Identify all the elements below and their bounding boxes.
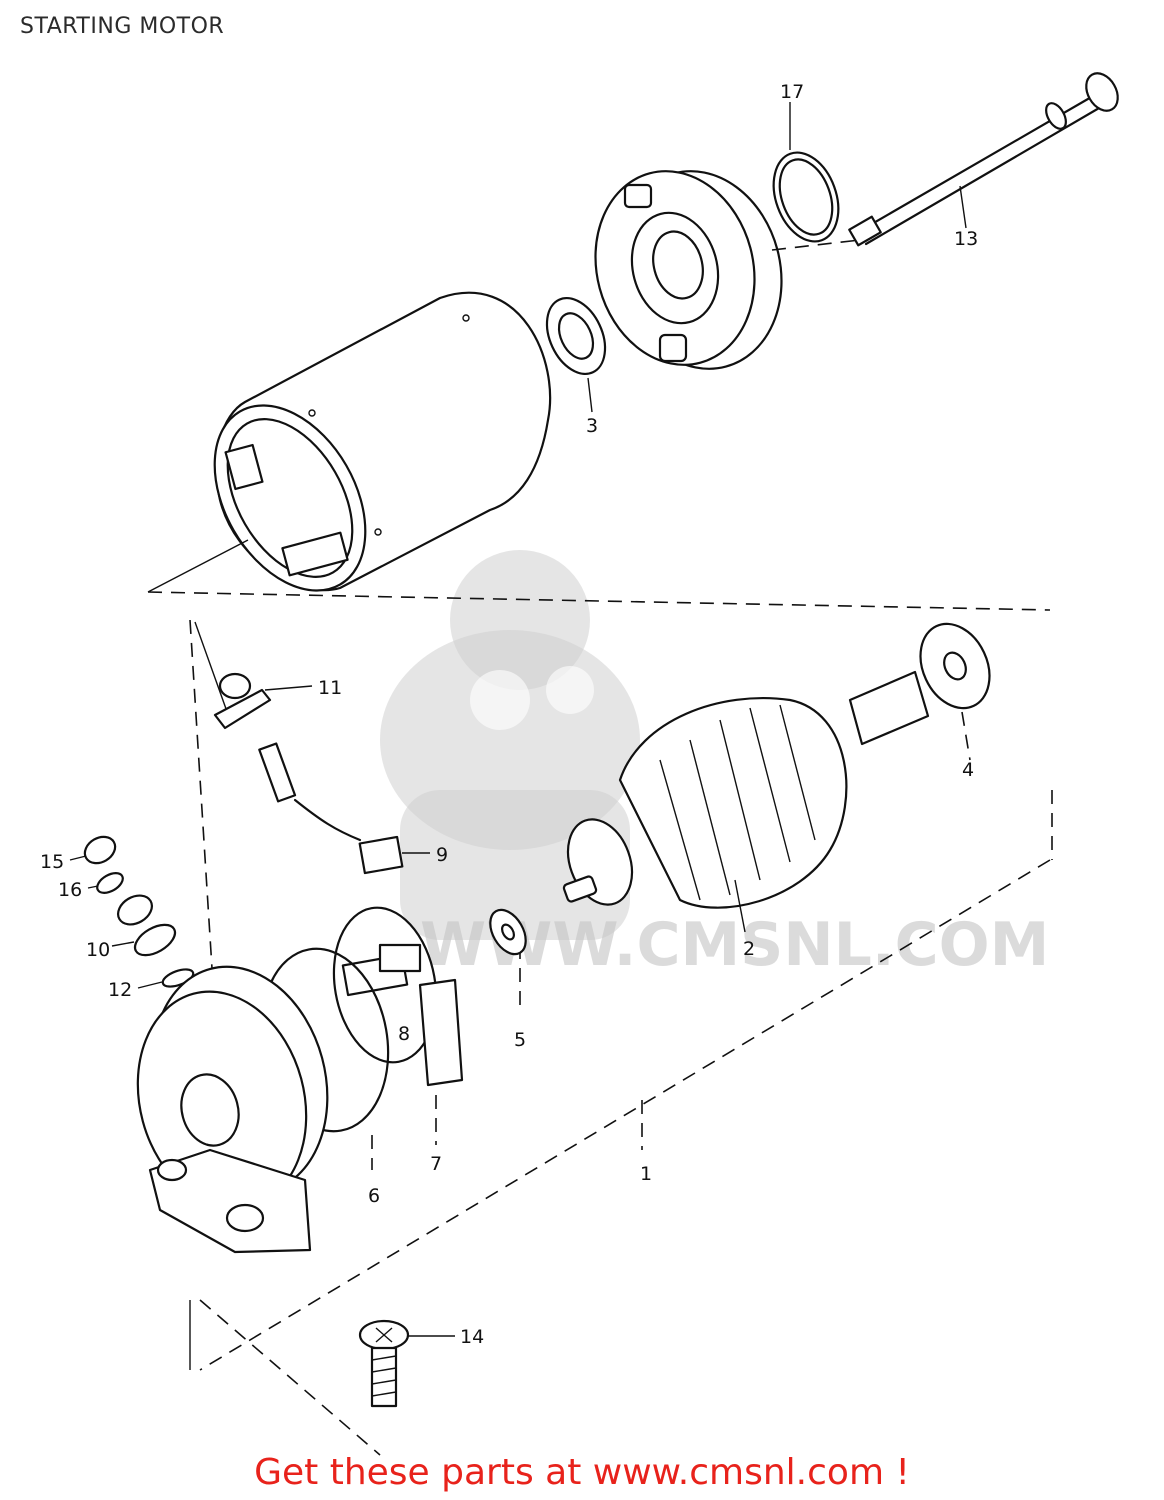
cta-link[interactable]: Get these parts at www.cmsnl.com !: [254, 1452, 910, 1493]
part-15-nut[interactable]: [80, 832, 120, 869]
part-2-armature[interactable]: [557, 670, 930, 914]
part-14-screw[interactable]: [358, 1319, 410, 1408]
part-9-brush[interactable]: [258, 742, 404, 875]
part-3-bearing[interactable]: [536, 289, 617, 383]
part-label: 9: [436, 844, 448, 866]
yoke-housing[interactable]: [184, 291, 552, 617]
part-label: 2: [743, 938, 755, 960]
watermark-logo: WWW.CMSNL.COM: [380, 550, 1049, 980]
part-13-through-bolt[interactable]: [848, 68, 1124, 247]
part-label: 10: [86, 939, 110, 961]
rear-end-cover[interactable]: [114, 947, 352, 1254]
part-label: 7: [430, 1153, 442, 1175]
part-label: 1: [640, 1163, 652, 1185]
part-11-insulator[interactable]: [213, 672, 272, 730]
part-label: 14: [460, 1326, 484, 1348]
armature-windings: [659, 704, 816, 901]
part-8-brush-holder[interactable]: [322, 900, 448, 1071]
part-label: 15: [40, 851, 64, 873]
part-label: 8: [398, 1023, 410, 1045]
part-label: 3: [586, 415, 598, 437]
assembly-boundary-lines: [147, 239, 1053, 1456]
part-label: 16: [58, 879, 82, 901]
part-label: 4: [962, 759, 974, 781]
cta-banner: Get these parts at www.cmsnl.com !: [0, 1452, 1164, 1493]
part-label: 6: [368, 1185, 380, 1207]
part-7-brush-assembly[interactable]: [418, 978, 464, 1087]
part-labels: 1 2 3 4 5 6 7 8 9 10 11 12 13 14 15 16 1…: [40, 81, 978, 1348]
part-10-insulator-washer[interactable]: [113, 890, 180, 962]
part-5-washer[interactable]: [483, 904, 533, 961]
part-label: 13: [954, 228, 978, 250]
part-4-washer[interactable]: [907, 613, 1002, 761]
page-title: STARTING MOTOR: [20, 14, 225, 39]
front-end-cover[interactable]: [574, 153, 803, 388]
leader-lines: [69, 102, 967, 1337]
part-12-o-ring[interactable]: [161, 966, 196, 990]
part-label: 5: [514, 1029, 526, 1051]
part-label: 17: [780, 81, 804, 103]
part-label: 11: [318, 677, 342, 699]
part-16-washer[interactable]: [94, 869, 126, 897]
part-label: 12: [108, 979, 132, 1001]
part-17-o-ring[interactable]: [762, 144, 850, 251]
